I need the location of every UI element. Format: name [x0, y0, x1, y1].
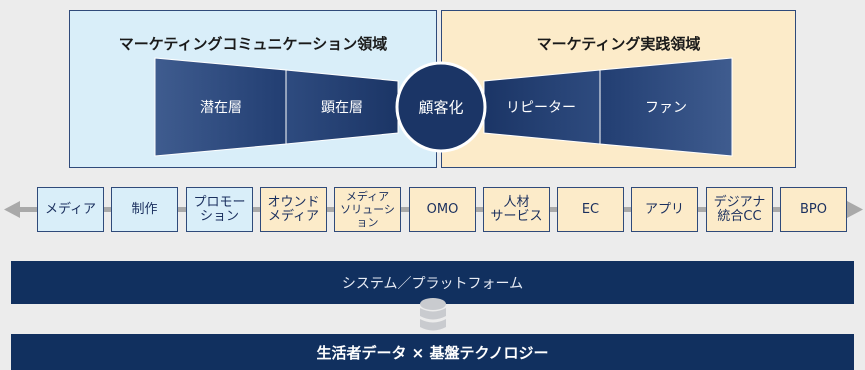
funnel-segment-manifest [285, 69, 399, 145]
service-box: オウンド メディア [260, 187, 327, 232]
system-platform-label: システム／プラットフォーム [341, 275, 524, 292]
rail-right-arrow-icon [847, 201, 863, 218]
service-box: アプリ [631, 187, 698, 232]
funnel-center-circle [395, 61, 487, 153]
rail-left-arrow-icon [4, 201, 20, 218]
service-box: 人材 サービス [483, 187, 550, 232]
service-box: プロモー ション [186, 187, 253, 232]
funnel-label-conversion: 顧客化 [418, 98, 464, 117]
funnel-label-latent: 潜在層 [200, 100, 242, 116]
database-icon [420, 298, 446, 331]
funnel-label-repeater: リピーター [506, 100, 576, 116]
practice-domain-title: マーケティング実践領域 [536, 35, 701, 53]
funnel-label-fan: ファン [645, 100, 687, 116]
funnel-segment-fan [599, 57, 733, 157]
service-box: デジアナ 統合CC [706, 187, 773, 232]
funnel-label-manifest: 顕在層 [321, 100, 363, 116]
system-platform-band: システム／プラットフォーム [11, 261, 854, 304]
service-box: EC [557, 187, 624, 232]
communication-domain-title: マーケティングコミュニケーション領域 [118, 35, 388, 53]
service-box: OMO [409, 187, 476, 232]
service-box: メディア [37, 187, 104, 232]
service-box: BPO [780, 187, 847, 232]
service-box: 制作 [111, 187, 178, 232]
service-box: メディア ソリューション [334, 187, 401, 232]
consumer-data-technology-band: 生活者データ × 基盤テクノロジー [11, 334, 854, 370]
customer-funnel-diagram [154, 57, 733, 157]
consumer-data-technology-label: 生活者データ × 基盤テクノロジー [316, 343, 549, 362]
